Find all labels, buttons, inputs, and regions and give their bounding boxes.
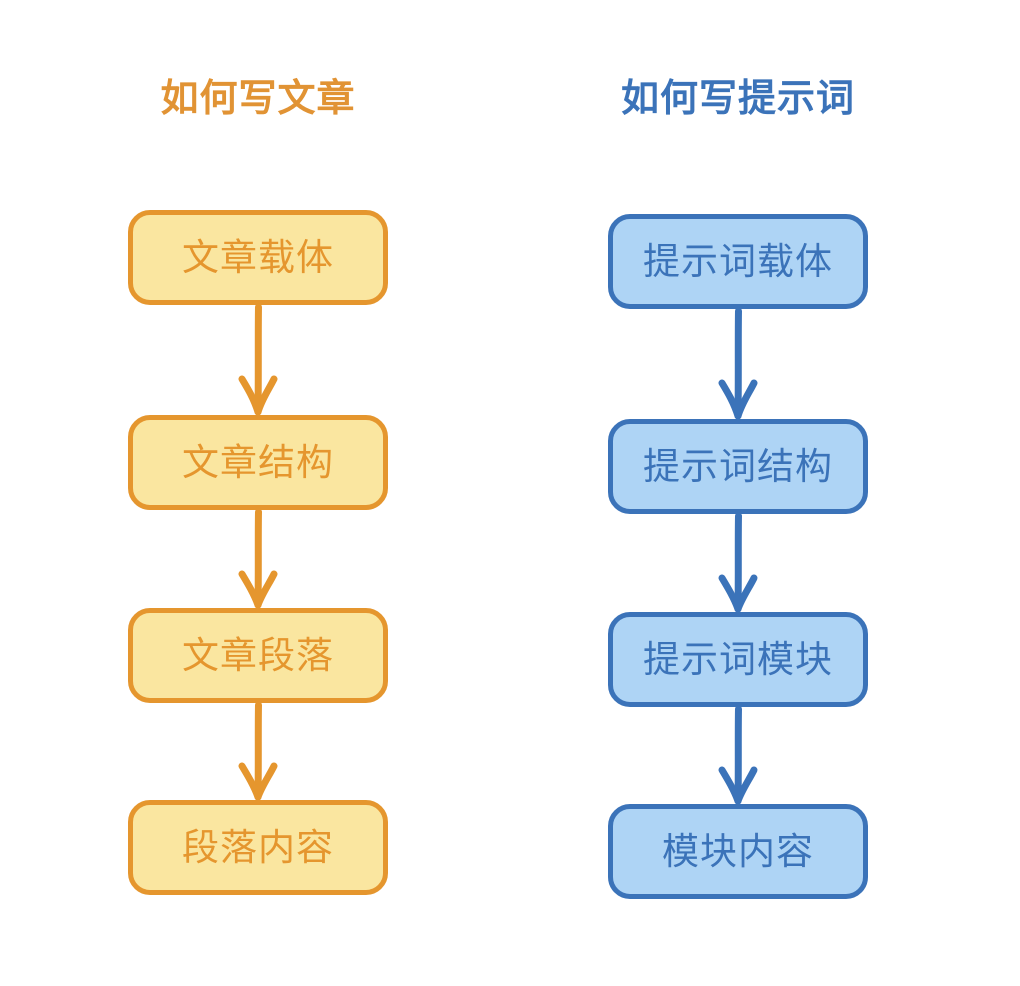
node-label: 文章段落 — [182, 635, 334, 676]
column-prompt: 如何写提示词 提示词载体 提示词结构 提示词模块 — [528, 0, 948, 986]
node-article-carrier[interactable]: 文章载体 — [128, 210, 388, 305]
column-title-prompt: 如何写提示词 — [620, 78, 855, 120]
node-article-structure[interactable]: 文章结构 — [128, 415, 388, 510]
node-label: 提示词载体 — [643, 241, 833, 282]
node-label: 提示词模块 — [643, 639, 833, 680]
arrow-article-1 — [226, 303, 290, 419]
node-prompt-module[interactable]: 提示词模块 — [608, 612, 868, 707]
arrow-prompt-2 — [706, 512, 770, 616]
node-label: 提示词结构 — [643, 446, 833, 487]
arrow-prompt-3 — [706, 705, 770, 808]
arrow-article-3 — [226, 701, 290, 804]
column-article: 如何写文章 文章载体 文章结构 文章段落 — [48, 0, 468, 986]
column-title-article: 如何写文章 — [160, 78, 356, 120]
node-paragraph-content[interactable]: 段落内容 — [128, 800, 388, 895]
node-label: 文章载体 — [182, 237, 334, 278]
node-prompt-carrier[interactable]: 提示词载体 — [608, 214, 868, 309]
node-label: 文章结构 — [182, 442, 334, 483]
node-article-paragraph[interactable]: 文章段落 — [128, 608, 388, 703]
node-module-content[interactable]: 模块内容 — [608, 804, 868, 899]
arrow-article-2 — [226, 508, 290, 612]
node-label: 模块内容 — [662, 831, 814, 872]
arrow-prompt-1 — [706, 307, 770, 423]
node-prompt-structure[interactable]: 提示词结构 — [608, 419, 868, 514]
node-label: 段落内容 — [182, 827, 334, 868]
